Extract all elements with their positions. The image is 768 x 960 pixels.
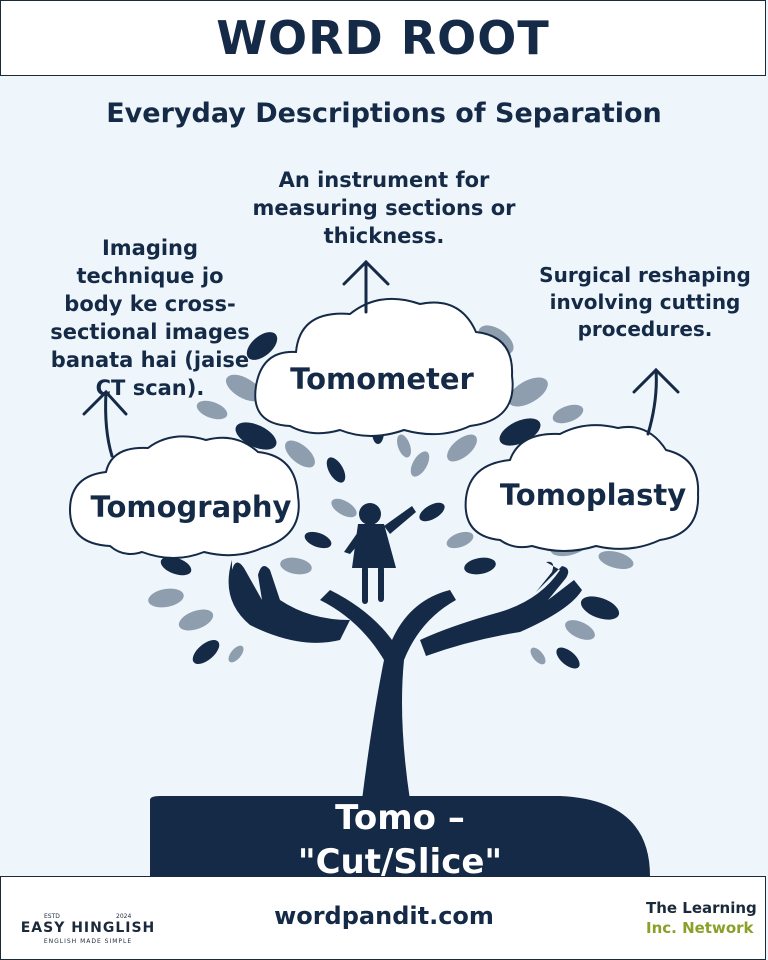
definition-tomometer: An instrument for measuring sections or … — [252, 168, 516, 248]
subtitle: Everyday Descriptions of Separation — [106, 98, 662, 129]
right-hand — [420, 561, 582, 656]
site-link[interactable]: wordpandit.com — [274, 902, 494, 930]
ground-mound — [150, 796, 650, 876]
header-banner: WORD ROOT — [0, 0, 766, 76]
learning-network-line1: The Learning — [646, 899, 757, 917]
root-definition: Tomo – "Cut/Slice" — [250, 796, 550, 884]
learning-network-name: The Learning Inc. Network — [646, 898, 766, 938]
child-silhouette — [344, 503, 416, 604]
definition-tomography: Imaging technique jo body ke cross-secti… — [50, 236, 250, 400]
definition-tomoplasty: Surgical reshaping involving cutting pro… — [539, 263, 751, 341]
page-title: WORD ROOT — [216, 11, 550, 65]
learning-network-line2: Inc. Network — [646, 919, 754, 937]
footer-bar — [0, 876, 766, 960]
arrow-up-icon — [342, 259, 390, 314]
word-tomography: Tomography — [90, 490, 292, 524]
root-meaning: "Cut/Slice" — [297, 842, 503, 882]
arrow-up-icon — [82, 389, 128, 458]
cloud-tomography — [68, 435, 300, 559]
arrow-up-icon — [632, 367, 680, 436]
easy-hinglish-name: EASY HINGLISH — [20, 920, 156, 936]
tree-trunk — [320, 590, 456, 800]
estd-label: ESTD — [44, 913, 60, 920]
word-tomometer: Tomometer — [290, 362, 474, 396]
root-word: Tomo – — [335, 798, 465, 838]
easy-hinglish-tagline: ENGLISH MADE SIMPLE — [43, 938, 133, 945]
left-hand — [228, 560, 350, 643]
estd-year: 2024 — [116, 913, 132, 920]
cloud-tomometer — [254, 297, 514, 437]
word-tomoplasty: Tomoplasty — [499, 478, 687, 512]
cloud-tomoplasty — [464, 424, 700, 552]
